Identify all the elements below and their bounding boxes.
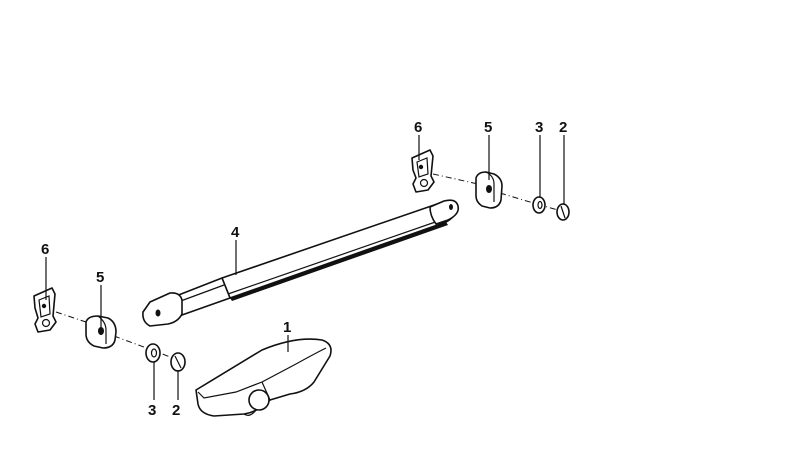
handle-part-1	[195, 338, 332, 417]
callout-5-right: 5	[484, 119, 492, 136]
bracket-left-part-6	[33, 287, 57, 333]
callout-4: 4	[231, 224, 240, 241]
bushing-right-part-5	[475, 171, 503, 209]
callout-1: 1	[283, 319, 291, 336]
gas-strut-part-4	[142, 199, 460, 327]
leader-lines	[45, 135, 565, 400]
callout-6-left: 6	[41, 241, 49, 258]
bushing-left-part-5	[85, 315, 117, 349]
bracket-right-part-6	[411, 149, 435, 193]
washer-left-part-3	[145, 343, 161, 363]
washer-right-part-3	[532, 196, 546, 214]
callout-3-right: 3	[535, 119, 543, 136]
callout-2-right: 2	[559, 119, 567, 136]
washer-right-part-2	[556, 203, 570, 221]
callout-6-right: 6	[414, 119, 422, 136]
washer-left-part-2	[170, 352, 186, 372]
callout-3-left: 3	[148, 402, 156, 419]
callout-5-left: 5	[96, 269, 104, 286]
callout-2-left: 2	[172, 402, 180, 419]
